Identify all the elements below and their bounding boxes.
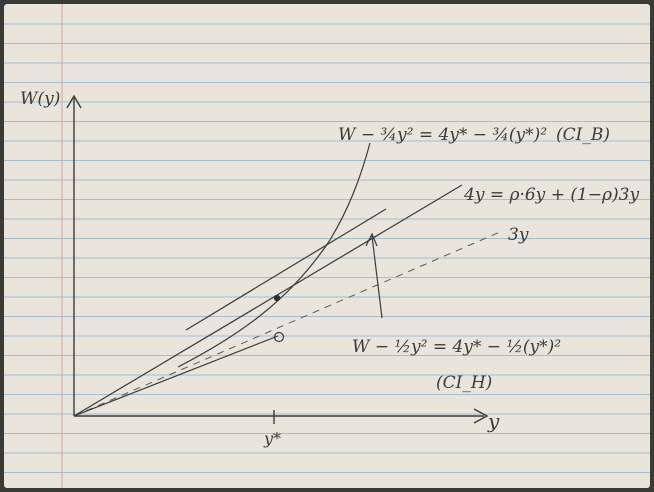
- x-tick-label: y*: [263, 429, 281, 448]
- ci-h-curve: [185, 208, 387, 331]
- annotation-arrow: [371, 235, 383, 319]
- x-axis-arrow-icon: [473, 408, 489, 424]
- ci-h-equation: W − ½y² = 4y* − ½(y*)²: [352, 337, 561, 357]
- y-axis-arrow-icon: [66, 94, 82, 109]
- line-3y-solid: [73, 335, 279, 417]
- axes: [66, 94, 489, 424]
- ci-b-curve: [177, 142, 371, 368]
- annotation-arrowhead-icon: [365, 232, 378, 247]
- line-3y-label: 3y: [508, 225, 529, 245]
- ruled-lines: [4, 23, 650, 473]
- ci-h-tag: (CI_H): [436, 373, 492, 393]
- curves: [73, 142, 501, 417]
- ci-b-tag: (CI_B): [556, 125, 610, 145]
- line-4y: [73, 184, 463, 417]
- open-point: [273, 331, 285, 343]
- line-4y-equation: 4y = ρ·6y + (1−ρ)3y: [463, 185, 639, 205]
- ci-b-equation: W − ¾y² = 4y* − ¾(y*)²: [338, 125, 547, 145]
- x-axis-label: y: [487, 409, 500, 433]
- tangency-point: [273, 294, 281, 302]
- paper-sheet: [4, 4, 650, 488]
- y-axis-label: W(y): [20, 89, 60, 109]
